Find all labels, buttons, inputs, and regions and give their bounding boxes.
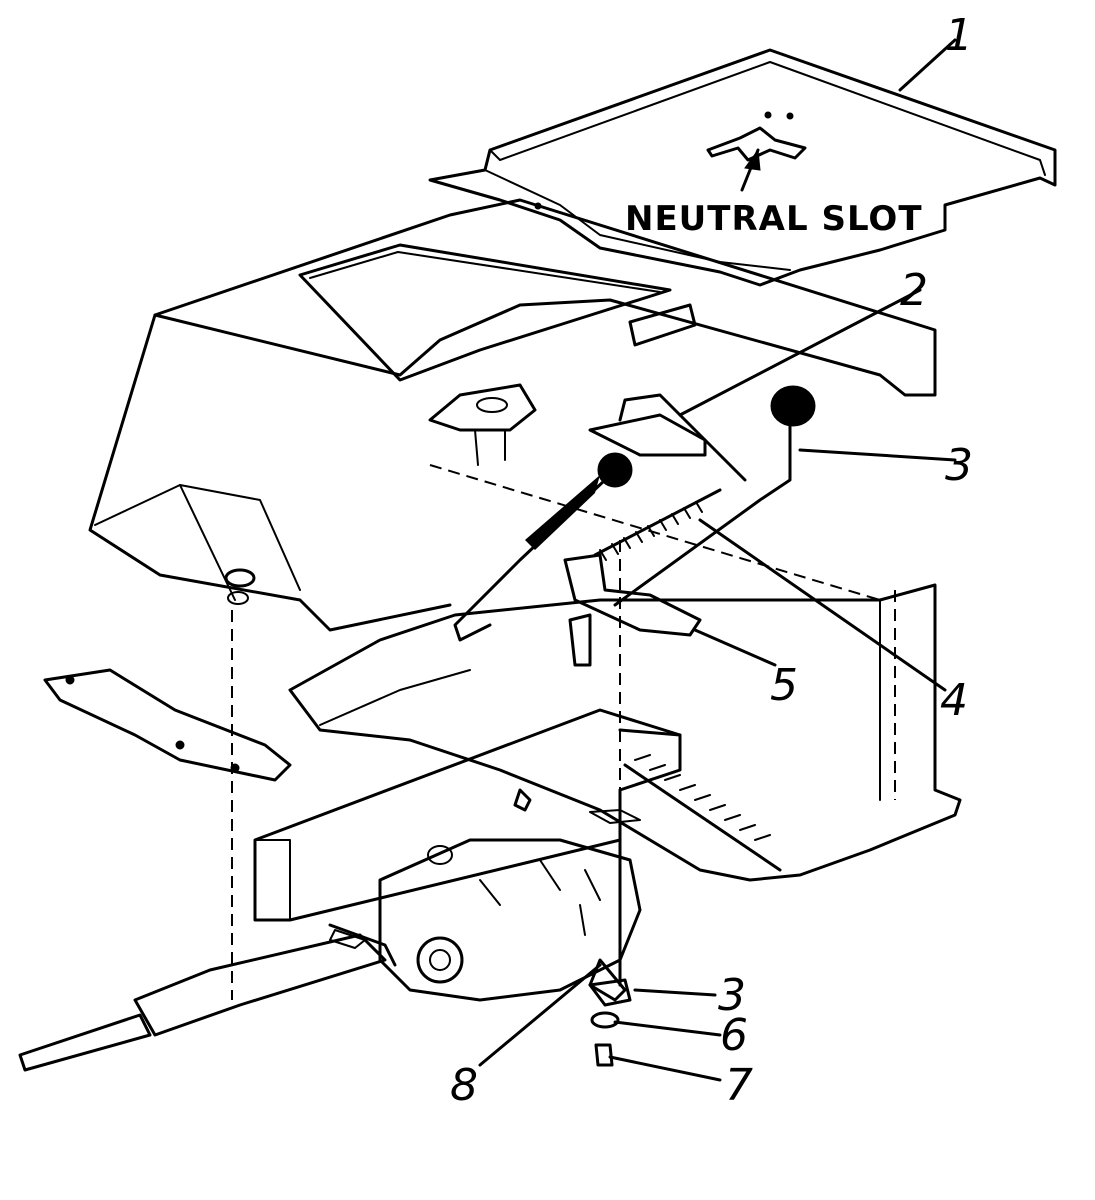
drive-spring bbox=[623, 754, 782, 872]
alignment-lines bbox=[231, 464, 881, 1000]
callout-6: 6 bbox=[720, 1010, 748, 1061]
neutral-slot-cutout bbox=[706, 126, 807, 162]
neutral-slot-label: NEUTRAL SLOT bbox=[625, 199, 923, 239]
neutral-bracket-part-2 bbox=[588, 393, 747, 482]
lever-bracket-part-5 bbox=[563, 553, 702, 667]
spring-rod-part-4 bbox=[593, 488, 722, 561]
transmission bbox=[378, 838, 642, 1002]
top-plate-part-1 bbox=[428, 48, 1057, 287]
connector-block bbox=[628, 303, 697, 347]
leader-lines bbox=[478, 38, 957, 1082]
frame-rail bbox=[253, 708, 682, 922]
seat-switch bbox=[428, 383, 537, 432]
callout-3-bottom: 3 bbox=[718, 970, 746, 1021]
footrest-panel bbox=[288, 583, 962, 882]
body-pan-top-recess bbox=[298, 243, 672, 382]
callout-4: 4 bbox=[940, 675, 968, 726]
callout-3-top: 3 bbox=[945, 440, 973, 491]
callout-1: 1 bbox=[945, 10, 973, 61]
callout-7: 7 bbox=[725, 1060, 753, 1111]
callout-8: 8 bbox=[450, 1060, 478, 1111]
callout-5: 5 bbox=[770, 660, 798, 711]
lift-lever bbox=[453, 452, 633, 642]
axle bbox=[18, 923, 397, 1072]
lower-hardware bbox=[224, 568, 632, 1067]
callout-2: 2 bbox=[900, 265, 928, 316]
shift-lever-part-3 bbox=[613, 385, 816, 607]
side-bracket bbox=[43, 668, 292, 782]
body-pan bbox=[88, 198, 937, 632]
